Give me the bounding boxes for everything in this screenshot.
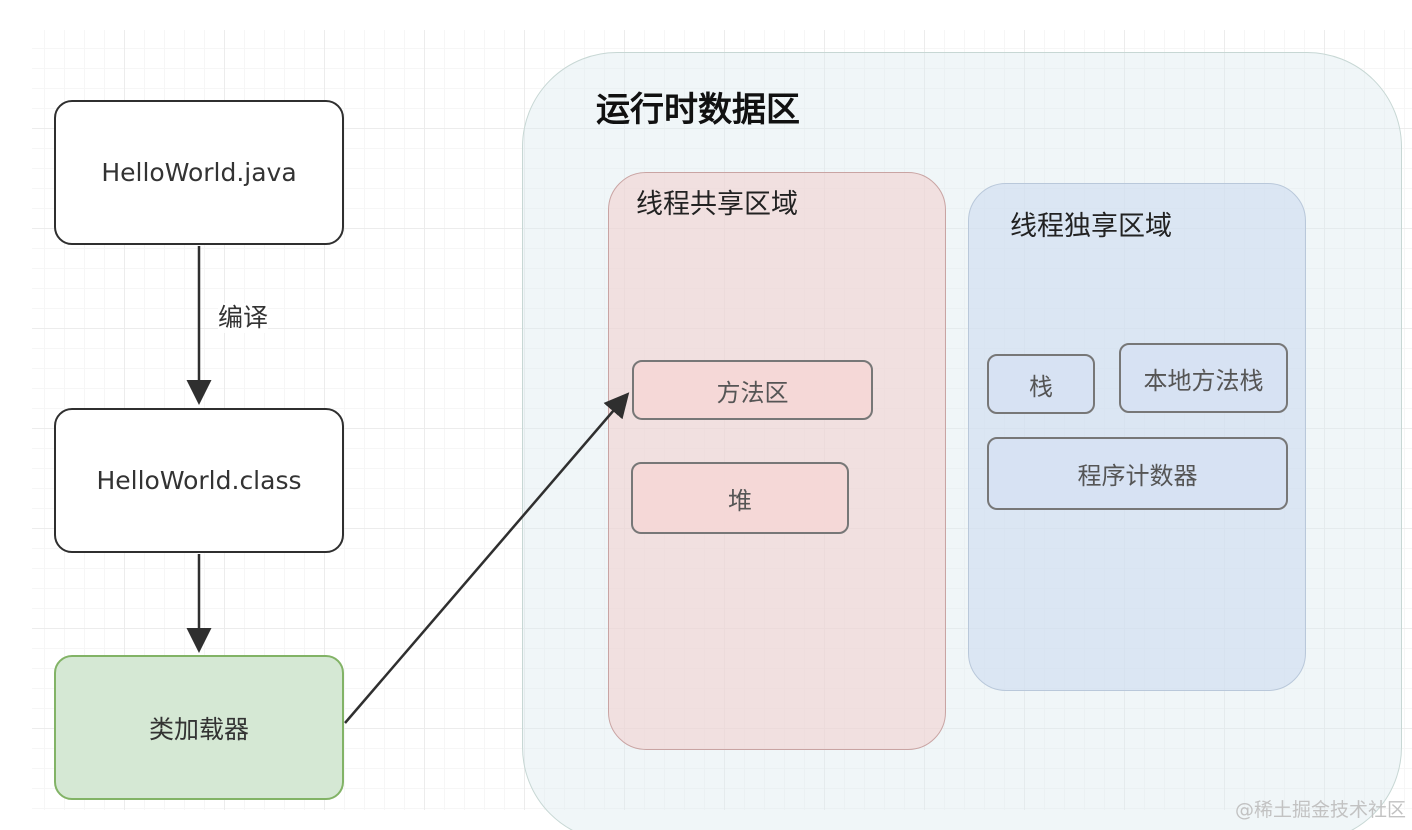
class-file-node: HelloWorld.class — [54, 408, 344, 553]
stack-label: 栈 — [1029, 372, 1053, 401]
native-method-stack-node: 本地方法栈 — [1119, 343, 1288, 413]
java-source-node: HelloWorld.java — [54, 100, 344, 245]
method-area-node: 方法区 — [632, 360, 873, 420]
java-source-label: HelloWorld.java — [101, 158, 297, 187]
thread-shared-area-title: 线程共享区域 — [636, 189, 798, 220]
thread-shared-area — [608, 172, 946, 750]
class-file-label: HelloWorld.class — [96, 466, 302, 495]
thread-private-area-title: 线程独享区域 — [1010, 211, 1172, 242]
heap-node: 堆 — [631, 462, 849, 534]
heap-label: 堆 — [728, 486, 752, 515]
class-loader-node: 类加载器 — [54, 655, 344, 800]
program-counter-node: 程序计数器 — [987, 437, 1288, 510]
method-area-label: 方法区 — [716, 378, 789, 407]
runtime-data-area-title: 运行时数据区 — [596, 90, 800, 130]
program-counter-label: 程序计数器 — [1077, 462, 1198, 490]
class-loader-label: 类加载器 — [148, 714, 249, 744]
compile-edge-label: 编译 — [218, 303, 269, 333]
watermark-text: @稀土掘金技术社区 — [1234, 799, 1406, 821]
stack-node: 栈 — [987, 354, 1095, 414]
native-method-stack-label: 本地方法栈 — [1143, 366, 1264, 395]
